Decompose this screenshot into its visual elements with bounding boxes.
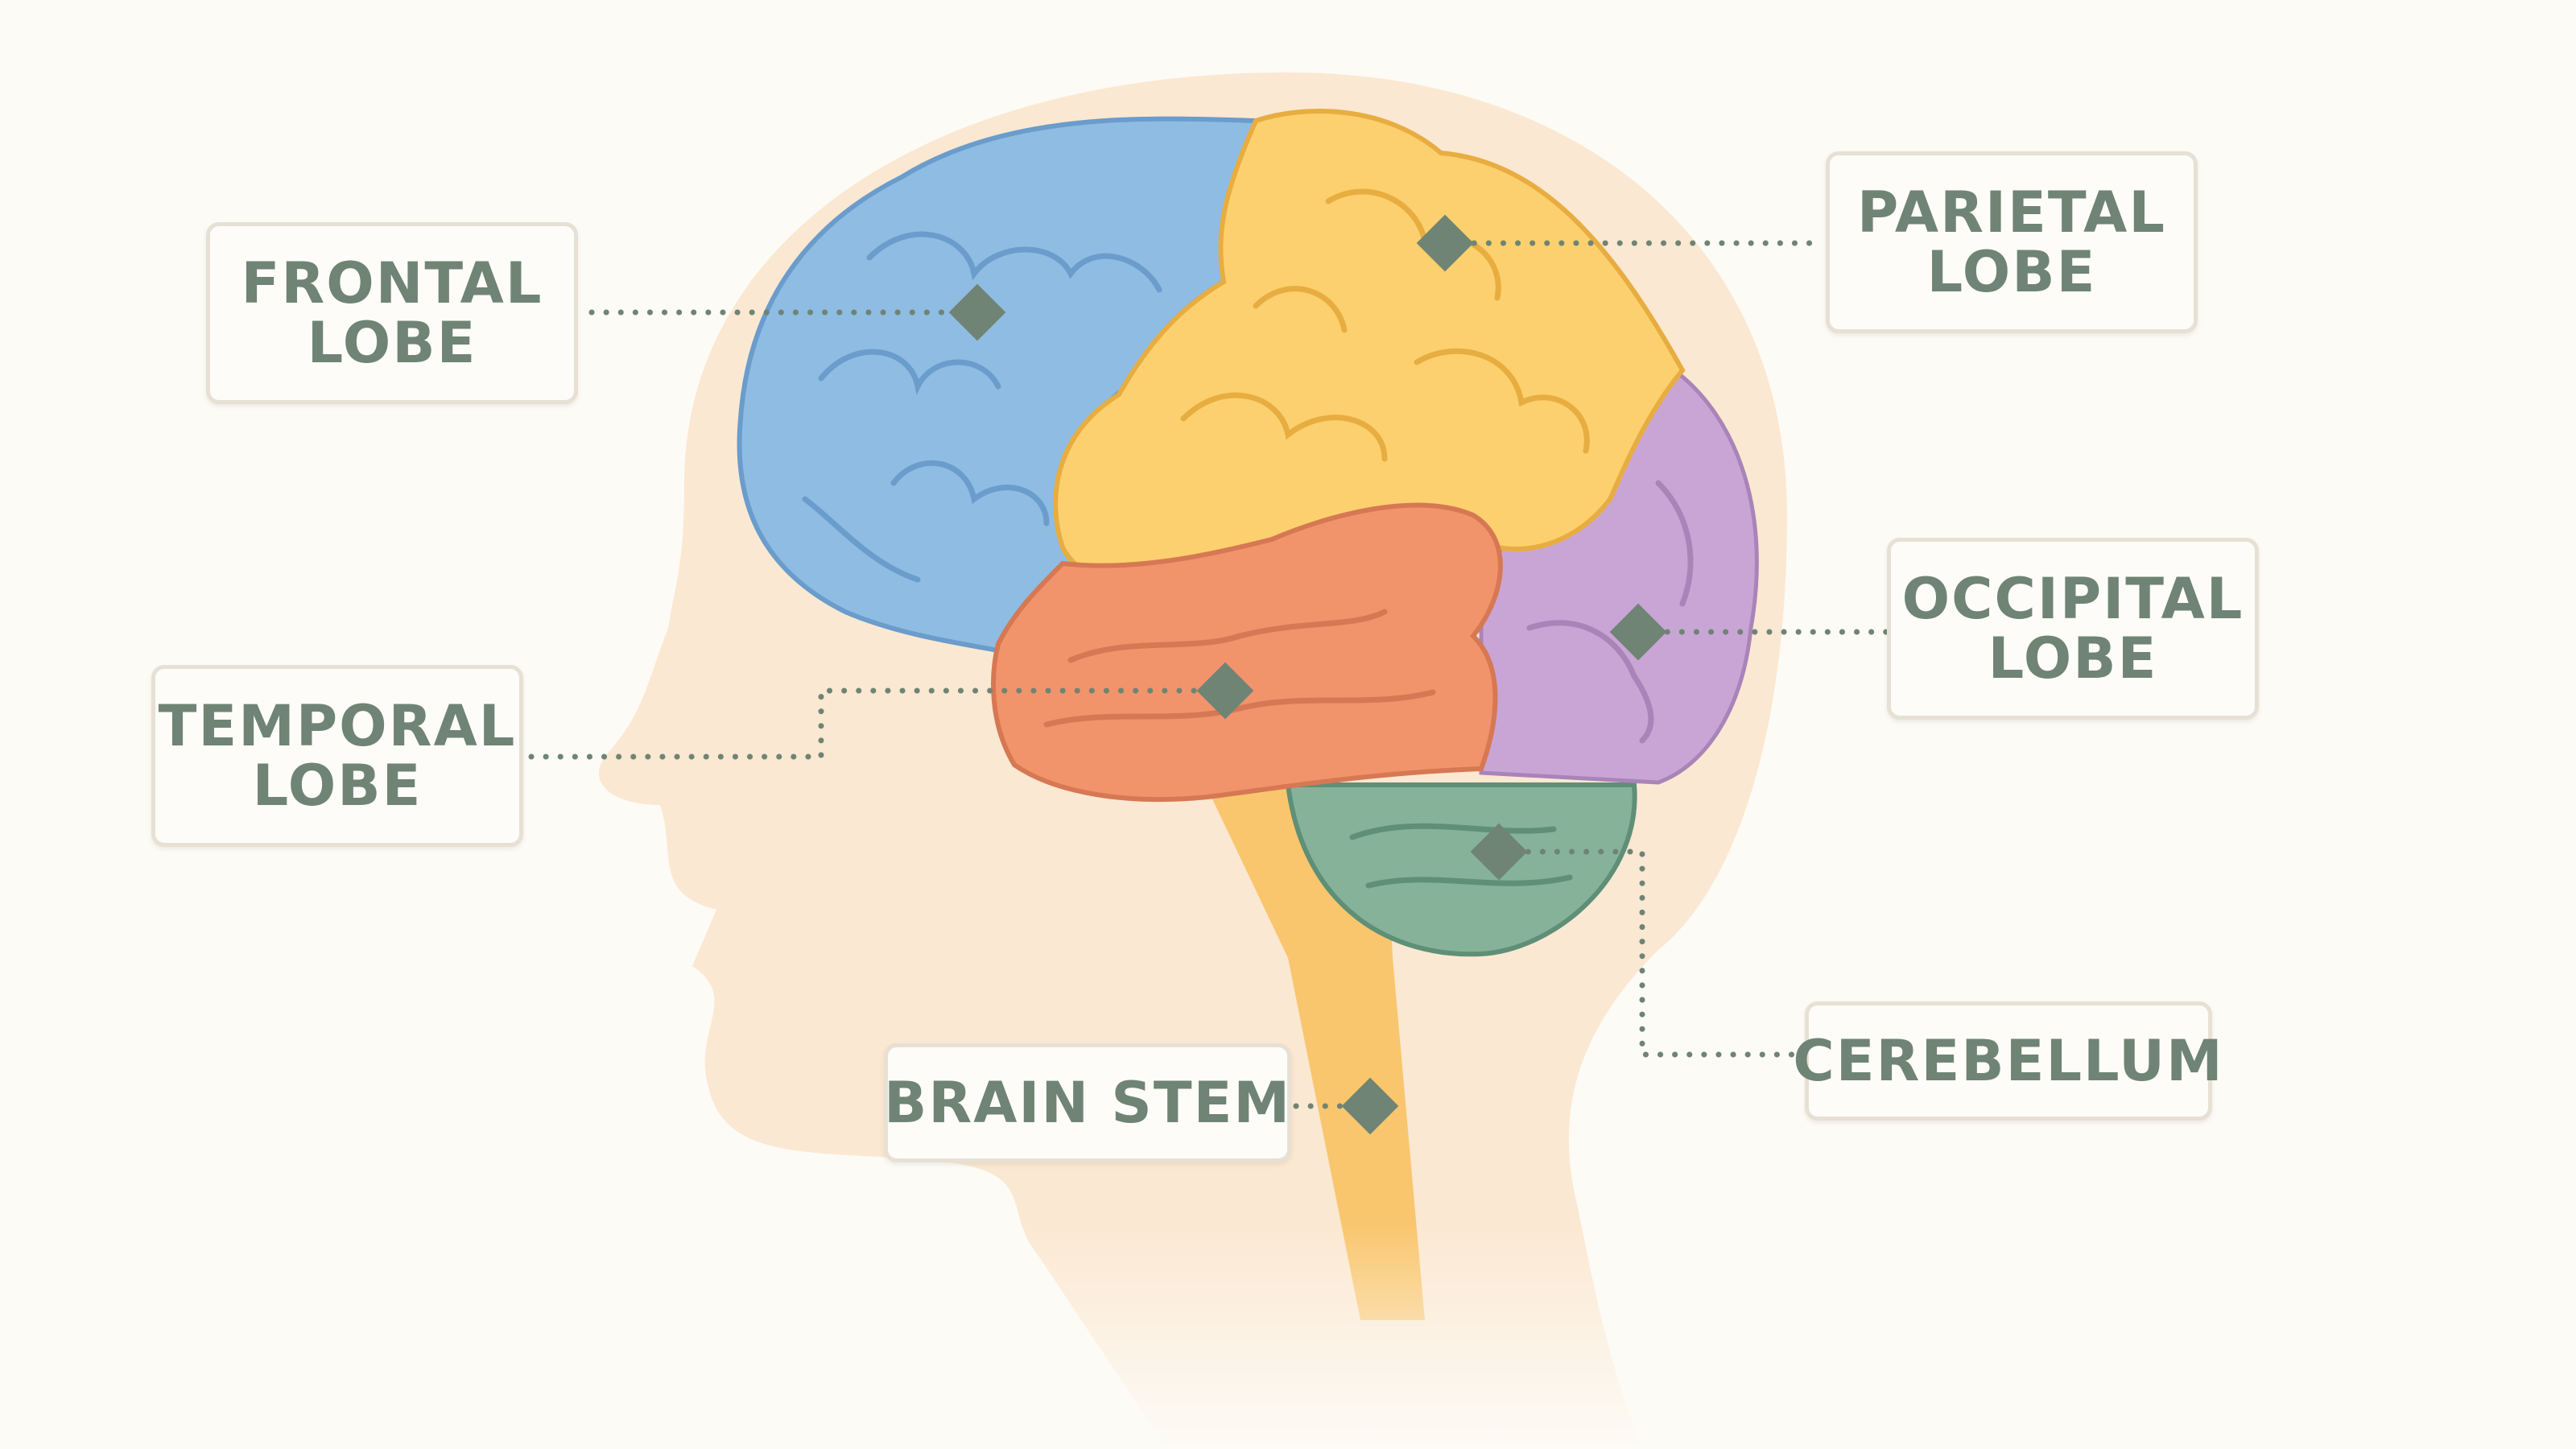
marker-brain-stem [1341,1077,1399,1135]
label-frontal-line1: FRONTAL [241,250,543,316]
marker-frontal [948,283,1006,341]
connector-temporal [528,687,1228,760]
label-occipital-line1: OCCIPITAL [1901,566,2244,632]
bottom-fade [0,1224,2576,1449]
temporal-region [991,502,1503,803]
label-cerebellum: CEREBELLUM [1793,1001,2223,1121]
label-cerebellum-line1: CEREBELLUM [1793,1028,2224,1094]
label-parietal-line1: PARIETAL [1857,180,2166,246]
label-temporal-line2: LOBE [252,753,423,819]
label-frontal-line2: LOBE [307,310,477,376]
connector-cerebellum [1496,848,1798,1058]
label-temporal-line1: TEMPORAL [158,693,517,759]
label-frontal-lobe: FRONTAL LOBE [206,222,578,404]
connector-lines [528,240,1891,1109]
label-brain-stem: BRAIN STEM [884,1043,1291,1162]
label-brain-stem-line1: BRAIN STEM [883,1070,1292,1136]
label-temporal-lobe: TEMPORAL LOBE [151,665,523,847]
marker-cerebellum [1470,823,1528,881]
marker-parietal [1416,214,1474,272]
marker-temporal [1196,662,1254,720]
label-parietal-lobe: PARIETAL LOBE [1826,151,2198,333]
brain-folds [802,188,1694,889]
label-occipital-line2: LOBE [1988,625,2158,691]
label-parietal-line2: LOBE [1926,239,2097,305]
label-occipital-lobe: OCCIPITAL LOBE [1887,538,2259,720]
